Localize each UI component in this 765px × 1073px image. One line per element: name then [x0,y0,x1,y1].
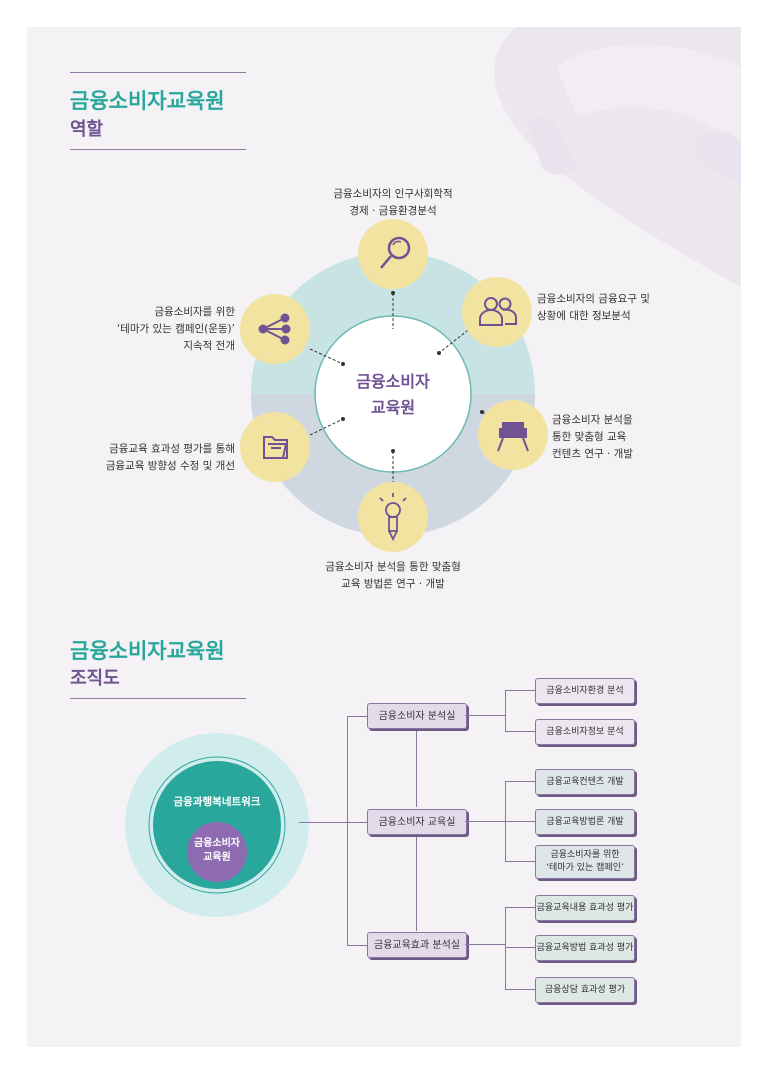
team-label: 금융소비자를 위한 [550,850,620,860]
team-box: 금융소비자를 위한 ‘테마가 있는 캠페인’ [535,845,635,879]
node-text-3-line: 통한 맞춤형 교육 [552,431,627,443]
node-text-5: 금융교육 효과성 평가를 통해 금융교육 방향성 수정 및 개선 [65,441,235,475]
center-label-line-1: 금융소비자 [356,372,430,391]
share-icon [258,313,291,345]
section1-top-rule [70,72,246,73]
dept-vertical-1-2 [416,727,417,807]
team-label: ‘테마가 있는 캠페인’ [546,863,624,873]
role-diagram [240,219,548,552]
page: 금융소비자교육원 역할 [27,27,741,1047]
team-box: 금융소비자환경 분석 [535,678,635,704]
node-text-3-line: 컨텐츠 연구 · 개발 [552,448,633,460]
team-box: 금융소비자정보 분석 [535,719,635,745]
node-text-4-line: 교육 방법론 연구 · 개발 [341,578,445,590]
team-link-1a [505,690,535,691]
node-text-6-line: 지속적 전개 [183,340,235,352]
section2-title: 금융소비자교육원 [70,639,225,663]
team-label: 금융소비자정보 분석 [546,726,624,737]
org-outer-label: 금융과행복네트워크 [173,796,261,808]
dept-connector-1 [347,716,367,717]
node-text-2: 금융소비자의 금융요구 및 상황에 대한 정보분석 [537,291,650,325]
team-box: 금융교육방법론 개발 [535,809,635,835]
team-link-2b [505,821,535,822]
node-text-2-line: 상황에 대한 정보분석 [537,310,631,322]
section1-subtitle: 역할 [70,119,104,140]
team-label: 금융교육컨텐츠 개발 [546,776,624,787]
node-text-4: 금융소비자 분석을 통한 맞춤형 교육 방법론 연구 · 개발 [303,559,483,593]
team-link-3c [505,989,535,990]
team-link-3a [505,907,535,908]
org-main-connector [299,822,347,823]
node-text-1-line: 금융소비자의 인구사회학적 [333,188,453,200]
org-circles [125,733,309,917]
background-heart-graphic [494,27,741,287]
dept-box-effect: 금융교육효과 분석실 [367,932,467,958]
node-text-3: 금융소비자 분석을 통한 맞춤형 교육 컨텐츠 연구 · 개발 [552,412,633,463]
team-label: 금융상담 효과성 평가 [544,984,626,995]
node-text-6-line: ‘테마가 있는 캠페인(운동)’ [116,323,235,335]
dept-connector-3 [347,945,367,946]
node-text-1-line: 경제 · 금융환경분석 [349,205,437,217]
org-inner-line: 교육원 [203,852,231,863]
node-text-2-line: 금융소비자의 금융요구 및 [537,293,650,305]
team-link-2c [505,861,535,862]
org-trunk-line [347,716,348,945]
node-text-4-line: 금융소비자 분석을 통한 맞춤형 [325,561,461,573]
org-inner-line: 금융소비자 [194,838,240,849]
lightbulb-pencil-icon [379,493,407,542]
node-text-6-line: 금융소비자를 위한 [154,306,235,318]
team-link-3 [465,944,505,945]
printer-icon [497,422,529,452]
node-text-3-line: 금융소비자 분석을 [552,414,633,426]
people-icon [479,297,517,326]
team-label: 금융교육방법론 개발 [546,816,624,827]
team-box: 금융교육컨텐츠 개발 [535,769,635,795]
team-label: 금융교육방법 효과성 평가 [536,942,634,953]
section2-bottom-rule [70,698,246,699]
team-bracket-3 [505,907,506,989]
magnifier-icon [380,236,411,269]
dept-box-education: 금융소비자 교육실 [367,809,467,835]
node-text-5-line: 금융교육 효과성 평가를 통해 [109,443,235,455]
node-text-5-line: 금융교육 방향성 수정 및 개선 [105,460,235,472]
team-link-3b [505,947,535,948]
team-box: 금융교육내용 효과성 평가 [535,895,635,921]
team-link-1 [465,715,505,716]
team-label: 금융소비자환경 분석 [546,685,624,696]
node-text-1: 금융소비자의 인구사회학적 경제 · 금융환경분석 [313,186,473,220]
org-inner-label: 금융소비자 교육원 [187,837,247,865]
team-link-2 [465,821,505,822]
center-label-line-2: 교육원 [370,398,416,417]
dept-connector-2 [347,822,367,823]
team-label: 금융교육내용 효과성 평가 [536,902,634,913]
section2-subtitle: 조직도 [70,668,120,689]
section1-title: 금융소비자교육원 [70,89,225,113]
dept-box-analysis: 금융소비자 분석실 [367,703,467,729]
team-box: 금융교육방법 효과성 평가 [535,935,635,961]
dept-vertical-2-3 [416,835,417,931]
team-box: 금융상담 효과성 평가 [535,977,635,1003]
node-text-6: 금융소비자를 위한 ‘테마가 있는 캠페인(운동)’ 지속적 전개 [65,304,235,355]
team-link-2a [505,781,535,782]
section1-bottom-rule [70,149,246,150]
team-link-1b [505,731,535,732]
center-label: 금융소비자 교육원 [333,369,453,421]
team-bracket-1 [505,690,506,731]
folder-icon [263,436,288,459]
node-circle-1 [358,219,428,289]
